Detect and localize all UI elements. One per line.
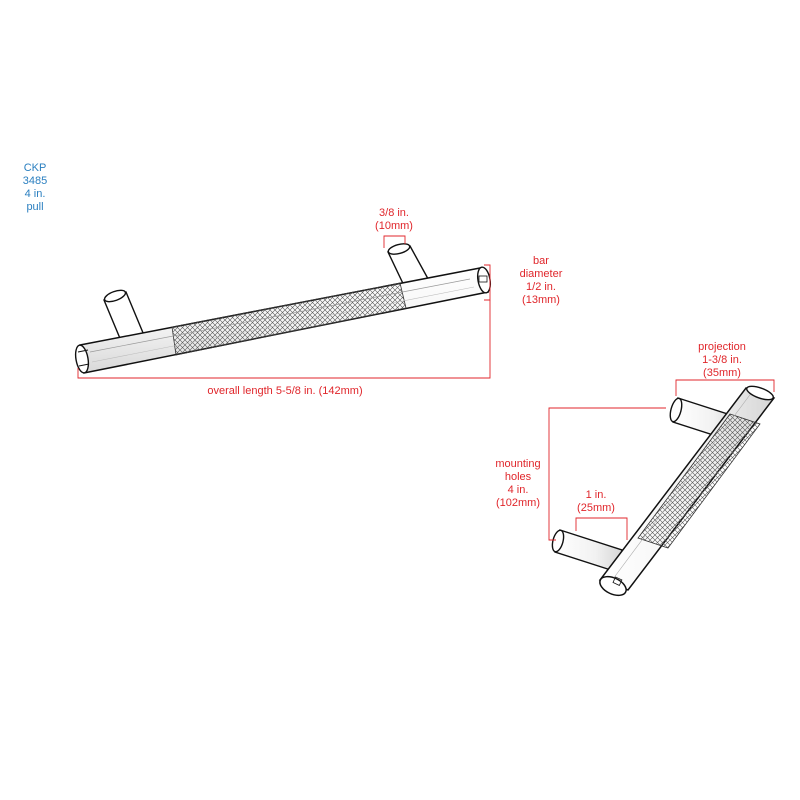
product-type: pull: [26, 201, 44, 213]
mounting-holes-label-3: 4 in.: [508, 484, 529, 496]
side-top-end: [746, 385, 774, 401]
mounting-holes-label-4: (102mm): [496, 497, 540, 509]
side-dimension-labels: projection 1-3/8 in. (35mm) mounting hol…: [495, 341, 745, 514]
projection-label-3: (35mm): [703, 367, 741, 379]
product-label: CKP 3485 4 in. pull: [15, 162, 55, 214]
projection-label-2: 1-3/8 in.: [702, 354, 742, 366]
bar-diameter-label-4: (13mm): [522, 294, 560, 306]
side-dimensions: [548, 379, 775, 541]
knurled-section: [171, 282, 407, 356]
overall-length-label: overall length 5-5/8 in. (142mm): [207, 385, 362, 397]
top-foot-end: [669, 397, 683, 423]
projection-bracket: [675, 379, 775, 396]
product-brand: CKP: [23, 162, 47, 174]
side-bottom-end: [599, 575, 627, 597]
mounting-holes-bracket: [548, 407, 666, 541]
product-number: 3485: [22, 175, 48, 187]
side-view-pull: [551, 385, 776, 597]
projection-label-1: projection: [698, 341, 746, 353]
foot-height-bracket: [575, 517, 628, 540]
left-foot-top: [103, 289, 127, 303]
bar-diameter-label-3: 1/2 in.: [526, 281, 556, 293]
front-dimensions: [77, 235, 491, 379]
foot-diameter-label-1: 3/8 in.: [379, 207, 409, 219]
side-knurled-section: [637, 413, 761, 549]
bar-diameter-label-1: bar: [533, 255, 549, 267]
bar-diameter-bracket: [484, 264, 491, 301]
foot-height-label-1: 1 in.: [586, 489, 607, 501]
mounting-holes-label-1: mounting: [495, 458, 540, 470]
right-foot-top: [387, 243, 411, 255]
foot-height-label-2: (25mm): [577, 502, 615, 514]
product-size: 4 in.: [24, 188, 46, 200]
mounting-holes-label-2: holes: [505, 471, 532, 483]
overall-length-line: [77, 300, 491, 379]
front-dimension-labels: 3/8 in. (10mm) bar diameter 1/2 in. (13m…: [207, 207, 562, 397]
bar-diameter-label-2: diameter: [520, 268, 563, 280]
foot-diameter-bracket: [383, 235, 406, 248]
foot-diameter-label-2: (10mm): [375, 220, 413, 232]
front-view-pull: [74, 243, 492, 374]
